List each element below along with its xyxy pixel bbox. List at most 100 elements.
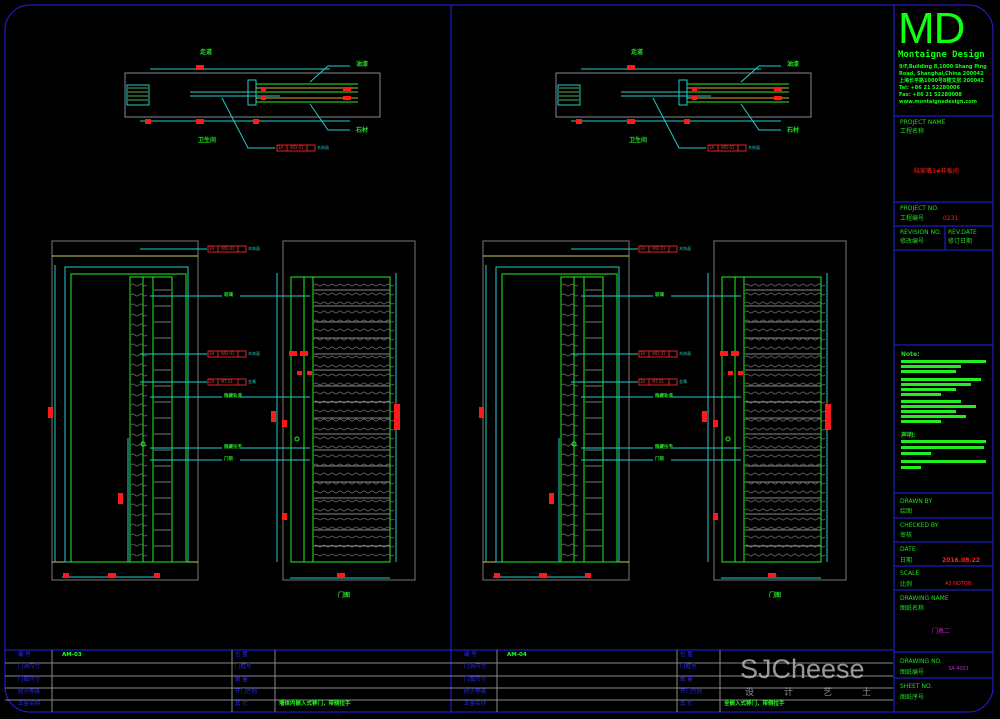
wood-grain-line: [561, 453, 579, 457]
note-text-line: [901, 393, 941, 396]
dimension-mark: [692, 96, 697, 100]
wood-grain-line: [313, 517, 395, 521]
schedule-row-label: 编 号: [18, 652, 31, 658]
note-label: Note:: [901, 351, 920, 358]
handle-icon: [140, 441, 146, 447]
wood-grain-line: [130, 473, 148, 477]
elevation-title: 门图: [769, 592, 782, 599]
wood-grain-line: [744, 373, 826, 377]
dimension-mark: [282, 420, 287, 427]
wood-grain-line: [744, 391, 826, 395]
wood-grain-line: [561, 513, 579, 517]
door-set-left: [48, 65, 416, 581]
wood-grain-line: [561, 403, 579, 407]
wood-grain-line: [744, 490, 826, 494]
revision-no-label-en: REVISION NO.: [900, 229, 942, 236]
door-remark: 全嵌入式移门，带侧拉手: [724, 701, 785, 707]
wood-grain-line: [313, 427, 395, 431]
wood-grain-line: [313, 490, 395, 494]
tag-code: 3A: [209, 379, 215, 384]
note-text-line: [901, 360, 986, 363]
note-text-line: [901, 383, 971, 386]
dimension-mark: [576, 119, 582, 124]
tag-material-code: WD-01: [721, 145, 735, 150]
wood-grain-line: [744, 499, 826, 503]
callout-label: 隐藏拉手: [655, 445, 673, 450]
wood-grain-line: [130, 333, 148, 337]
wood-grain-line: [744, 427, 826, 431]
wood-grain-line: [313, 328, 395, 332]
tag-code: 3A: [209, 351, 215, 356]
wood-grain-line: [313, 301, 395, 305]
wood-grain-line: [130, 323, 148, 327]
wood-grain-line: [744, 445, 826, 449]
dimension-mark: [549, 493, 554, 504]
address-line: 上海长平路1000号8楼文房 200042: [899, 78, 985, 84]
door-remark: 墙体内嵌入式移门，带侧拉手: [279, 701, 351, 707]
dimension-mark: [825, 404, 831, 430]
wood-grain-line: [561, 383, 579, 387]
title-block-lines: [894, 115, 993, 679]
wood-grain-line: [744, 301, 826, 305]
drawn-by-label-en: DRAWN BY: [900, 498, 933, 505]
wood-grain-line: [130, 533, 148, 537]
scale-value: A3 NOTON: [945, 581, 972, 587]
schedule-row-label: 防火等级: [464, 688, 487, 695]
side-elevation-outline: [713, 240, 847, 581]
brand-name: Montaigne Design: [898, 50, 985, 60]
callout-label: 门锁: [655, 457, 664, 462]
plan-label-bathroom: 卫生间: [198, 137, 217, 144]
dimension-mark: [261, 96, 266, 100]
schedule-row-label: 数 量: [235, 676, 248, 683]
dimension-mark: [271, 411, 276, 422]
schedule-row-label: 开门方向: [680, 688, 703, 695]
date-label-en: DATE: [900, 546, 916, 553]
plan-outline: [124, 72, 381, 118]
wood-grain-line: [744, 436, 826, 440]
address-line: Road, Shanghai,China 200042: [899, 71, 984, 77]
dimension-mark: [731, 351, 739, 356]
tag-material-code: WD-01: [221, 351, 235, 356]
leader-line: [309, 65, 350, 83]
drawing-name-label-en: DRAWING NAME: [900, 595, 949, 602]
dimension-mark: [720, 351, 728, 356]
wood-grain-line: [744, 292, 826, 296]
wood-grain-line: [313, 346, 395, 350]
door-frame-outer: [495, 266, 620, 563]
tag-material-name: 木饰面: [679, 246, 691, 251]
wood-grain-line: [313, 292, 395, 296]
plan-label-stone: 石材: [787, 127, 800, 134]
wood-grain-line: [313, 391, 395, 395]
checked-by-label-en: CHECKED BY: [900, 522, 939, 529]
door-frame-outer: [64, 266, 189, 563]
schedule-row-label: 防火等级: [18, 688, 41, 695]
tag-code: 3A: [640, 246, 646, 251]
wood-grain-line: [130, 343, 148, 347]
plan-label-bathroom: 卫生间: [629, 137, 648, 144]
dimension-mark: [297, 371, 302, 375]
revision-no-label-cn: 修改编号: [900, 238, 925, 245]
dimension-mark: [627, 119, 635, 124]
checked-by-label-cn: 审核: [900, 532, 913, 539]
wood-grain-line: [744, 409, 826, 413]
wood-grain-line: [561, 553, 579, 557]
door-code: AM-03: [62, 652, 82, 658]
plan-label-stone: 石材: [356, 127, 369, 134]
company-address: 9/F,Building 8,1000 Shang Ping Road, Sha…: [899, 64, 987, 106]
note-text-line: [901, 440, 986, 443]
dimension-mark: [343, 87, 351, 91]
drawing-name-label-cn: 图纸名称: [900, 605, 925, 612]
leader-line: [652, 97, 706, 149]
dimension-mark: [337, 573, 345, 578]
door-leaf: [560, 276, 604, 563]
wood-grain-line: [130, 353, 148, 357]
schedule-row-label: 门框号: [680, 664, 697, 671]
wood-grain-line: [561, 313, 579, 317]
wood-grain-line: [744, 382, 826, 386]
wood-grain-line: [561, 483, 579, 487]
wood-grain-line: [313, 409, 395, 413]
drawing-border: [4, 4, 994, 713]
dimension-mark: [307, 371, 312, 375]
callout-label: 隐藏轨道: [224, 394, 242, 399]
wood-grain-line: [313, 535, 395, 539]
